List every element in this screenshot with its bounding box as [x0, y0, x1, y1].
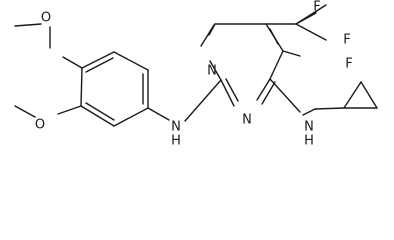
bond [269, 50, 284, 80]
atom-label-nitrogen: N [207, 64, 217, 79]
atom-label-fluorine: F [343, 33, 350, 48]
bond [57, 105, 82, 115]
bond [147, 107, 170, 121]
bond [14, 105, 36, 118]
atom-label-nitrogen: N [242, 113, 252, 128]
bond [220, 79, 235, 107]
bond [80, 105, 115, 127]
bond [261, 81, 276, 105]
pyrimidine-ring [200, 23, 284, 107]
molecule-structure: N N N H N H F F F O O [14, 0, 378, 149]
cyclopropylamino-group [269, 50, 378, 116]
bond [302, 108, 316, 116]
bond [360, 81, 378, 109]
trifluoromethyl-group [265, 4, 327, 41]
bond [282, 50, 301, 57]
bond [14, 23, 42, 27]
anilino-linkage [147, 79, 222, 122]
atom-label-nitrogen: N [304, 120, 314, 135]
bond [295, 23, 327, 41]
bond [225, 78, 239, 102]
methoxy-groups [14, 23, 83, 118]
atom-label-nitrogen: N [171, 120, 181, 135]
atom-label-oxygen: O [41, 11, 51, 26]
bond [113, 107, 149, 127]
atom-label-fluorine: F [313, 0, 320, 15]
atom-label-oxygen: O [35, 118, 45, 133]
atom-label-hydrogen: H [171, 134, 181, 149]
bond [85, 57, 114, 73]
bond [269, 78, 301, 113]
bond [314, 107, 345, 110]
bond [256, 78, 271, 101]
bond [85, 102, 115, 121]
bond [269, 28, 279, 45]
bond [184, 79, 222, 122]
bond [295, 4, 327, 25]
bond [343, 81, 362, 109]
bond [62, 56, 83, 69]
bond [200, 24, 215, 47]
dimethoxyphenyl-ring [80, 51, 149, 127]
atom-label-fluorine: F [345, 57, 352, 72]
bond [113, 51, 149, 71]
bond [80, 67, 83, 107]
atom-label-hydrogen: H [304, 134, 314, 149]
bond [81, 51, 115, 69]
bond [209, 60, 222, 81]
